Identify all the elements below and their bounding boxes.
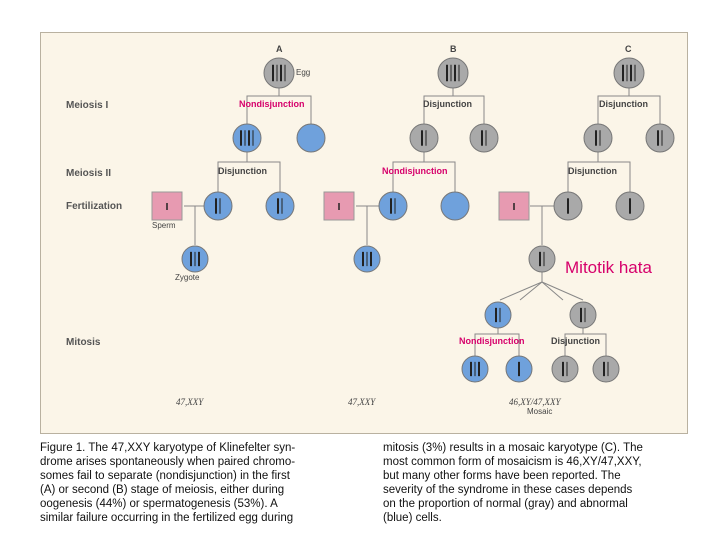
connector-lines [184, 88, 661, 356]
figure-panel [40, 32, 688, 434]
disjunction-label-c2: Disjunction [568, 166, 617, 176]
egg-label: Egg [296, 68, 310, 77]
caption-line: drome arises spontaneously when paired c… [40, 456, 296, 468]
karyotype-label-c: 46,XY/47,XXY [509, 397, 561, 407]
caption-line: similar failure occurring in the fertili… [40, 512, 294, 524]
caption-line: on the proportion of normal (gray) and a… [383, 498, 628, 510]
egg-cell [437, 57, 469, 89]
cell [440, 191, 470, 221]
cells-layer [151, 57, 675, 383]
cell [203, 191, 233, 221]
sperm-box [498, 191, 530, 221]
zygote-cell [528, 245, 556, 273]
cell [615, 191, 645, 221]
zygote-label: Zygote [175, 273, 200, 282]
mitotic-error-label: Mitotik hata [565, 258, 652, 277]
sperm-box [323, 191, 355, 221]
zygote-cell [353, 245, 381, 273]
cell [553, 191, 583, 221]
caption-line: oogenesis (44%) or spermatogenesis (53%)… [40, 498, 278, 510]
cell [265, 191, 295, 221]
figure-caption-left: Figure 1. The 47,XXY karyotype of Klinef… [40, 441, 360, 525]
nondisjunction-label-b2: Nondisjunction [382, 166, 448, 176]
cell [505, 355, 533, 383]
caption-line: mitosis (3%) results in a mosaic karyoty… [383, 442, 643, 454]
row-label-meiosis2: Meiosis II [66, 168, 111, 179]
egg-cell [613, 57, 645, 89]
cell [592, 355, 620, 383]
sperm-box [151, 191, 183, 221]
cell [551, 355, 579, 383]
column-label-c: C [625, 44, 632, 54]
cell [484, 301, 512, 329]
caption-line: (blue) cells. [383, 512, 442, 524]
disjunction-label-mitosis: Disjunction [551, 336, 600, 346]
row-label-fertilization: Fertilization [66, 201, 122, 212]
zygote-cell [181, 245, 209, 273]
karyotype-label-b: 47,XXY [348, 397, 376, 407]
row-label-mitosis: Mitosis [66, 337, 101, 348]
cell [469, 123, 499, 153]
cell [232, 123, 262, 153]
column-label-b: B [450, 44, 457, 54]
caption-line: but many other forms have been reported.… [383, 470, 621, 482]
caption-line: severity of the syndrome in these cases … [383, 484, 633, 496]
disjunction-label-b1: Disjunction [423, 99, 472, 109]
cell [645, 123, 675, 153]
nondisjunction-label-a1: Nondisjunction [239, 99, 305, 109]
cell [461, 355, 489, 383]
karyotype-label-a: 47,XXY [176, 397, 204, 407]
egg-cell [263, 57, 295, 89]
caption-line: (A) or second (B) stage of meiosis, eith… [40, 484, 285, 496]
caption-line: most common form of mosaicism is 46,XY/4… [383, 456, 642, 468]
mosaic-label: Mosaic [527, 407, 552, 416]
figure-caption-right: mitosis (3%) results in a mosaic karyoty… [383, 441, 701, 525]
cell [296, 123, 326, 153]
cell [378, 191, 408, 221]
caption-line: somes fail to separate (nondisjunction) … [40, 470, 290, 482]
column-label-a: A [276, 44, 283, 54]
row-label-meiosis1: Meiosis I [66, 100, 108, 111]
caption-line: Figure 1. The 47,XXY karyotype of Klinef… [40, 442, 296, 454]
nondisjunction-label-mitosis: Nondisjunction [459, 336, 525, 346]
sperm-label: Sperm [152, 221, 176, 230]
disjunction-label-c1: Disjunction [599, 99, 648, 109]
disjunction-label-a2: Disjunction [218, 166, 267, 176]
cell [569, 301, 597, 329]
cell [409, 123, 439, 153]
cell [583, 123, 613, 153]
